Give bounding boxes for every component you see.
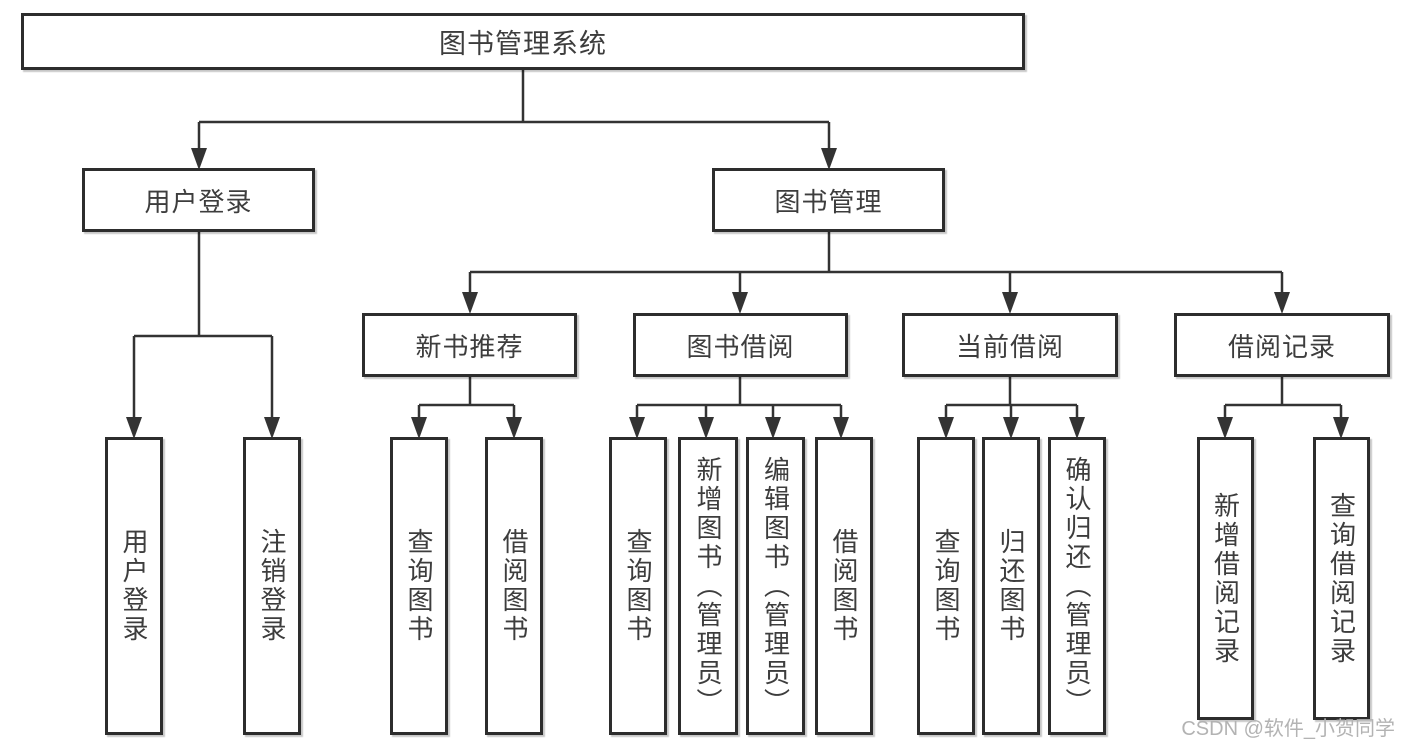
node-user-login-label: 用户登录 xyxy=(144,186,253,217)
arrow-icon xyxy=(264,417,280,439)
arrow-icon xyxy=(732,292,748,314)
arrow-icon xyxy=(938,417,954,439)
node-borrow-records: 借阅记录 xyxy=(1174,313,1390,377)
leaf-query-books-current-label: 查询图书 xyxy=(931,528,961,644)
arrow-icon xyxy=(1274,292,1290,314)
arrow-icon xyxy=(1002,292,1018,314)
arrow-icon xyxy=(1217,417,1233,439)
leaf-add-book-admin: 新增图书（管理员） xyxy=(678,437,738,735)
arrow-icon xyxy=(506,417,522,439)
node-book-borrow: 图书借阅 xyxy=(633,313,848,377)
leaf-confirm-return-admin: 确认归还（管理员） xyxy=(1048,437,1106,735)
leaf-logout: 注销登录 xyxy=(243,437,301,735)
leaf-query-books-recommend-label: 查询图书 xyxy=(404,528,434,644)
arrow-icon xyxy=(462,292,478,314)
leaf-query-books-borrow: 查询图书 xyxy=(609,437,667,735)
leaf-confirm-return-admin-label: 确认归还（管理员） xyxy=(1062,455,1092,717)
arrow-icon xyxy=(191,148,207,170)
node-root-label: 图书管理系统 xyxy=(439,29,607,59)
leaf-user-login-label: 用户登录 xyxy=(119,528,149,644)
node-user-login: 用户登录 xyxy=(82,168,315,232)
node-new-book-recommend: 新书推荐 xyxy=(362,313,577,377)
leaf-add-borrow-record: 新增借阅记录 xyxy=(1197,437,1254,720)
leaf-borrow-books-label: 借阅图书 xyxy=(829,528,859,644)
leaf-borrow-books-recommend: 借阅图书 xyxy=(485,437,543,735)
node-book-management-label: 图书管理 xyxy=(774,186,883,217)
arrow-icon xyxy=(411,417,427,439)
arrow-icon xyxy=(629,417,645,439)
node-current-borrow-label: 当前借阅 xyxy=(955,331,1064,362)
node-book-management: 图书管理 xyxy=(712,168,945,232)
leaf-add-book-admin-label: 新增图书（管理员） xyxy=(693,455,723,717)
leaf-query-borrow-record: 查询借阅记录 xyxy=(1313,437,1370,720)
leaf-add-borrow-record-label: 新增借阅记录 xyxy=(1210,491,1241,666)
arrow-icon xyxy=(833,417,849,439)
leaf-borrow-books: 借阅图书 xyxy=(815,437,873,735)
arrow-icon xyxy=(698,417,714,439)
arrow-icon xyxy=(1069,417,1085,439)
leaf-user-login: 用户登录 xyxy=(105,437,163,735)
arrow-icon xyxy=(126,417,142,439)
arrow-icon xyxy=(765,417,781,439)
leaf-logout-label: 注销登录 xyxy=(257,528,287,644)
leaf-query-books-current: 查询图书 xyxy=(917,437,975,735)
leaf-return-books: 归还图书 xyxy=(982,437,1040,735)
leaf-return-books-label: 归还图书 xyxy=(996,528,1026,644)
arrow-icon xyxy=(1003,417,1019,439)
leaf-query-books-borrow-label: 查询图书 xyxy=(623,528,653,644)
node-borrow-records-label: 借阅记录 xyxy=(1227,331,1336,362)
csdn-watermark: CSDN @软件_小贺同学 xyxy=(1181,718,1395,740)
leaf-query-borrow-record-label: 查询借阅记录 xyxy=(1326,491,1357,666)
node-book-borrow-label: 图书借阅 xyxy=(686,331,795,362)
arrow-icon xyxy=(1333,417,1349,439)
leaf-borrow-books-recommend-label: 借阅图书 xyxy=(499,528,529,644)
leaf-edit-book-admin: 编辑图书（管理员） xyxy=(746,437,805,735)
node-current-borrow: 当前借阅 xyxy=(902,313,1118,377)
arrow-icon xyxy=(821,148,837,170)
node-new-book-recommend-label: 新书推荐 xyxy=(415,331,524,362)
leaf-edit-book-admin-label: 编辑图书（管理员） xyxy=(760,455,791,717)
leaf-query-books-recommend: 查询图书 xyxy=(390,437,448,735)
node-root: 图书管理系统 xyxy=(21,13,1025,70)
